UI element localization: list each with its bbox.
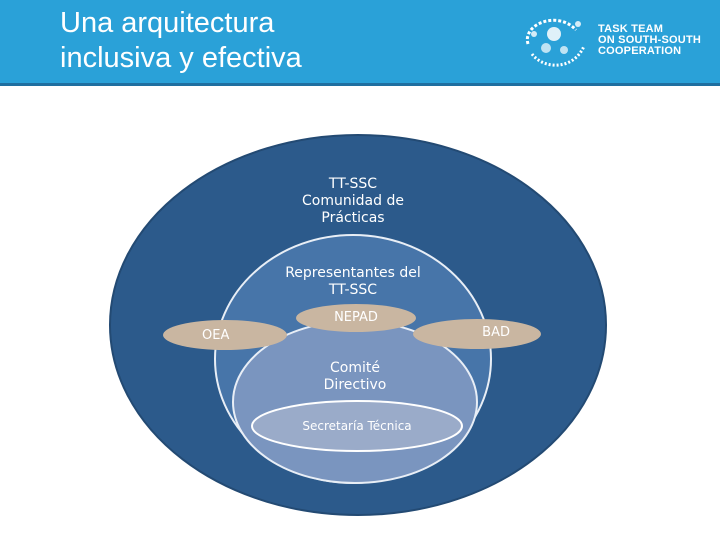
page-title-line-2: inclusiva y efectiva bbox=[60, 42, 302, 74]
middle-label-line-1: Representantes del bbox=[285, 265, 421, 281]
pill-oea bbox=[163, 320, 287, 350]
outer-label: TT-SSC Comunidad de Prácticas bbox=[268, 176, 438, 227]
pill-nepad bbox=[296, 304, 416, 332]
page-title: Una arquitectura inclusiva y efectiva bbox=[60, 6, 302, 76]
pill-bad bbox=[413, 319, 541, 349]
logo-text-line-1: TASK TEAM bbox=[598, 23, 664, 35]
page-title-line-1: Una arquitectura bbox=[60, 7, 275, 39]
middle-label: Representantes del TT-SSC bbox=[258, 265, 448, 299]
inner-label-line-2: Directivo bbox=[323, 377, 387, 393]
pill-label-nepad: NEPAD bbox=[334, 310, 378, 325]
outer-label-line-2: Comunidad de bbox=[302, 193, 404, 209]
logo-text-line-2: ON SOUTH-SOUTH bbox=[598, 34, 702, 46]
pill-label-oea: OEA bbox=[202, 328, 230, 343]
outer-label-line-1: TT-SSC bbox=[328, 176, 378, 192]
outer-label-line-3: Prácticas bbox=[321, 210, 385, 226]
pill-label-bad: BAD bbox=[482, 325, 510, 340]
core-ellipse bbox=[251, 400, 463, 452]
task-team-logo: TASK TEAM ON SOUTH-SOUTH COOPERATION bbox=[518, 10, 708, 76]
inner-label: Comité Directivo bbox=[295, 360, 415, 394]
core-label: Secretaría Técnica bbox=[302, 419, 412, 433]
middle-label-line-2: TT-SSC bbox=[328, 282, 378, 298]
inner-label-line-1: Comité bbox=[330, 360, 380, 376]
header-bar: Una arquitectura inclusiva y efectiva TA… bbox=[0, 0, 720, 86]
logo-text: TASK TEAM ON SOUTH-SOUTH COOPERATION bbox=[598, 24, 701, 57]
logo-text-line-3: COOPERATION bbox=[598, 45, 682, 57]
globe-swirl-icon bbox=[525, 18, 586, 67]
